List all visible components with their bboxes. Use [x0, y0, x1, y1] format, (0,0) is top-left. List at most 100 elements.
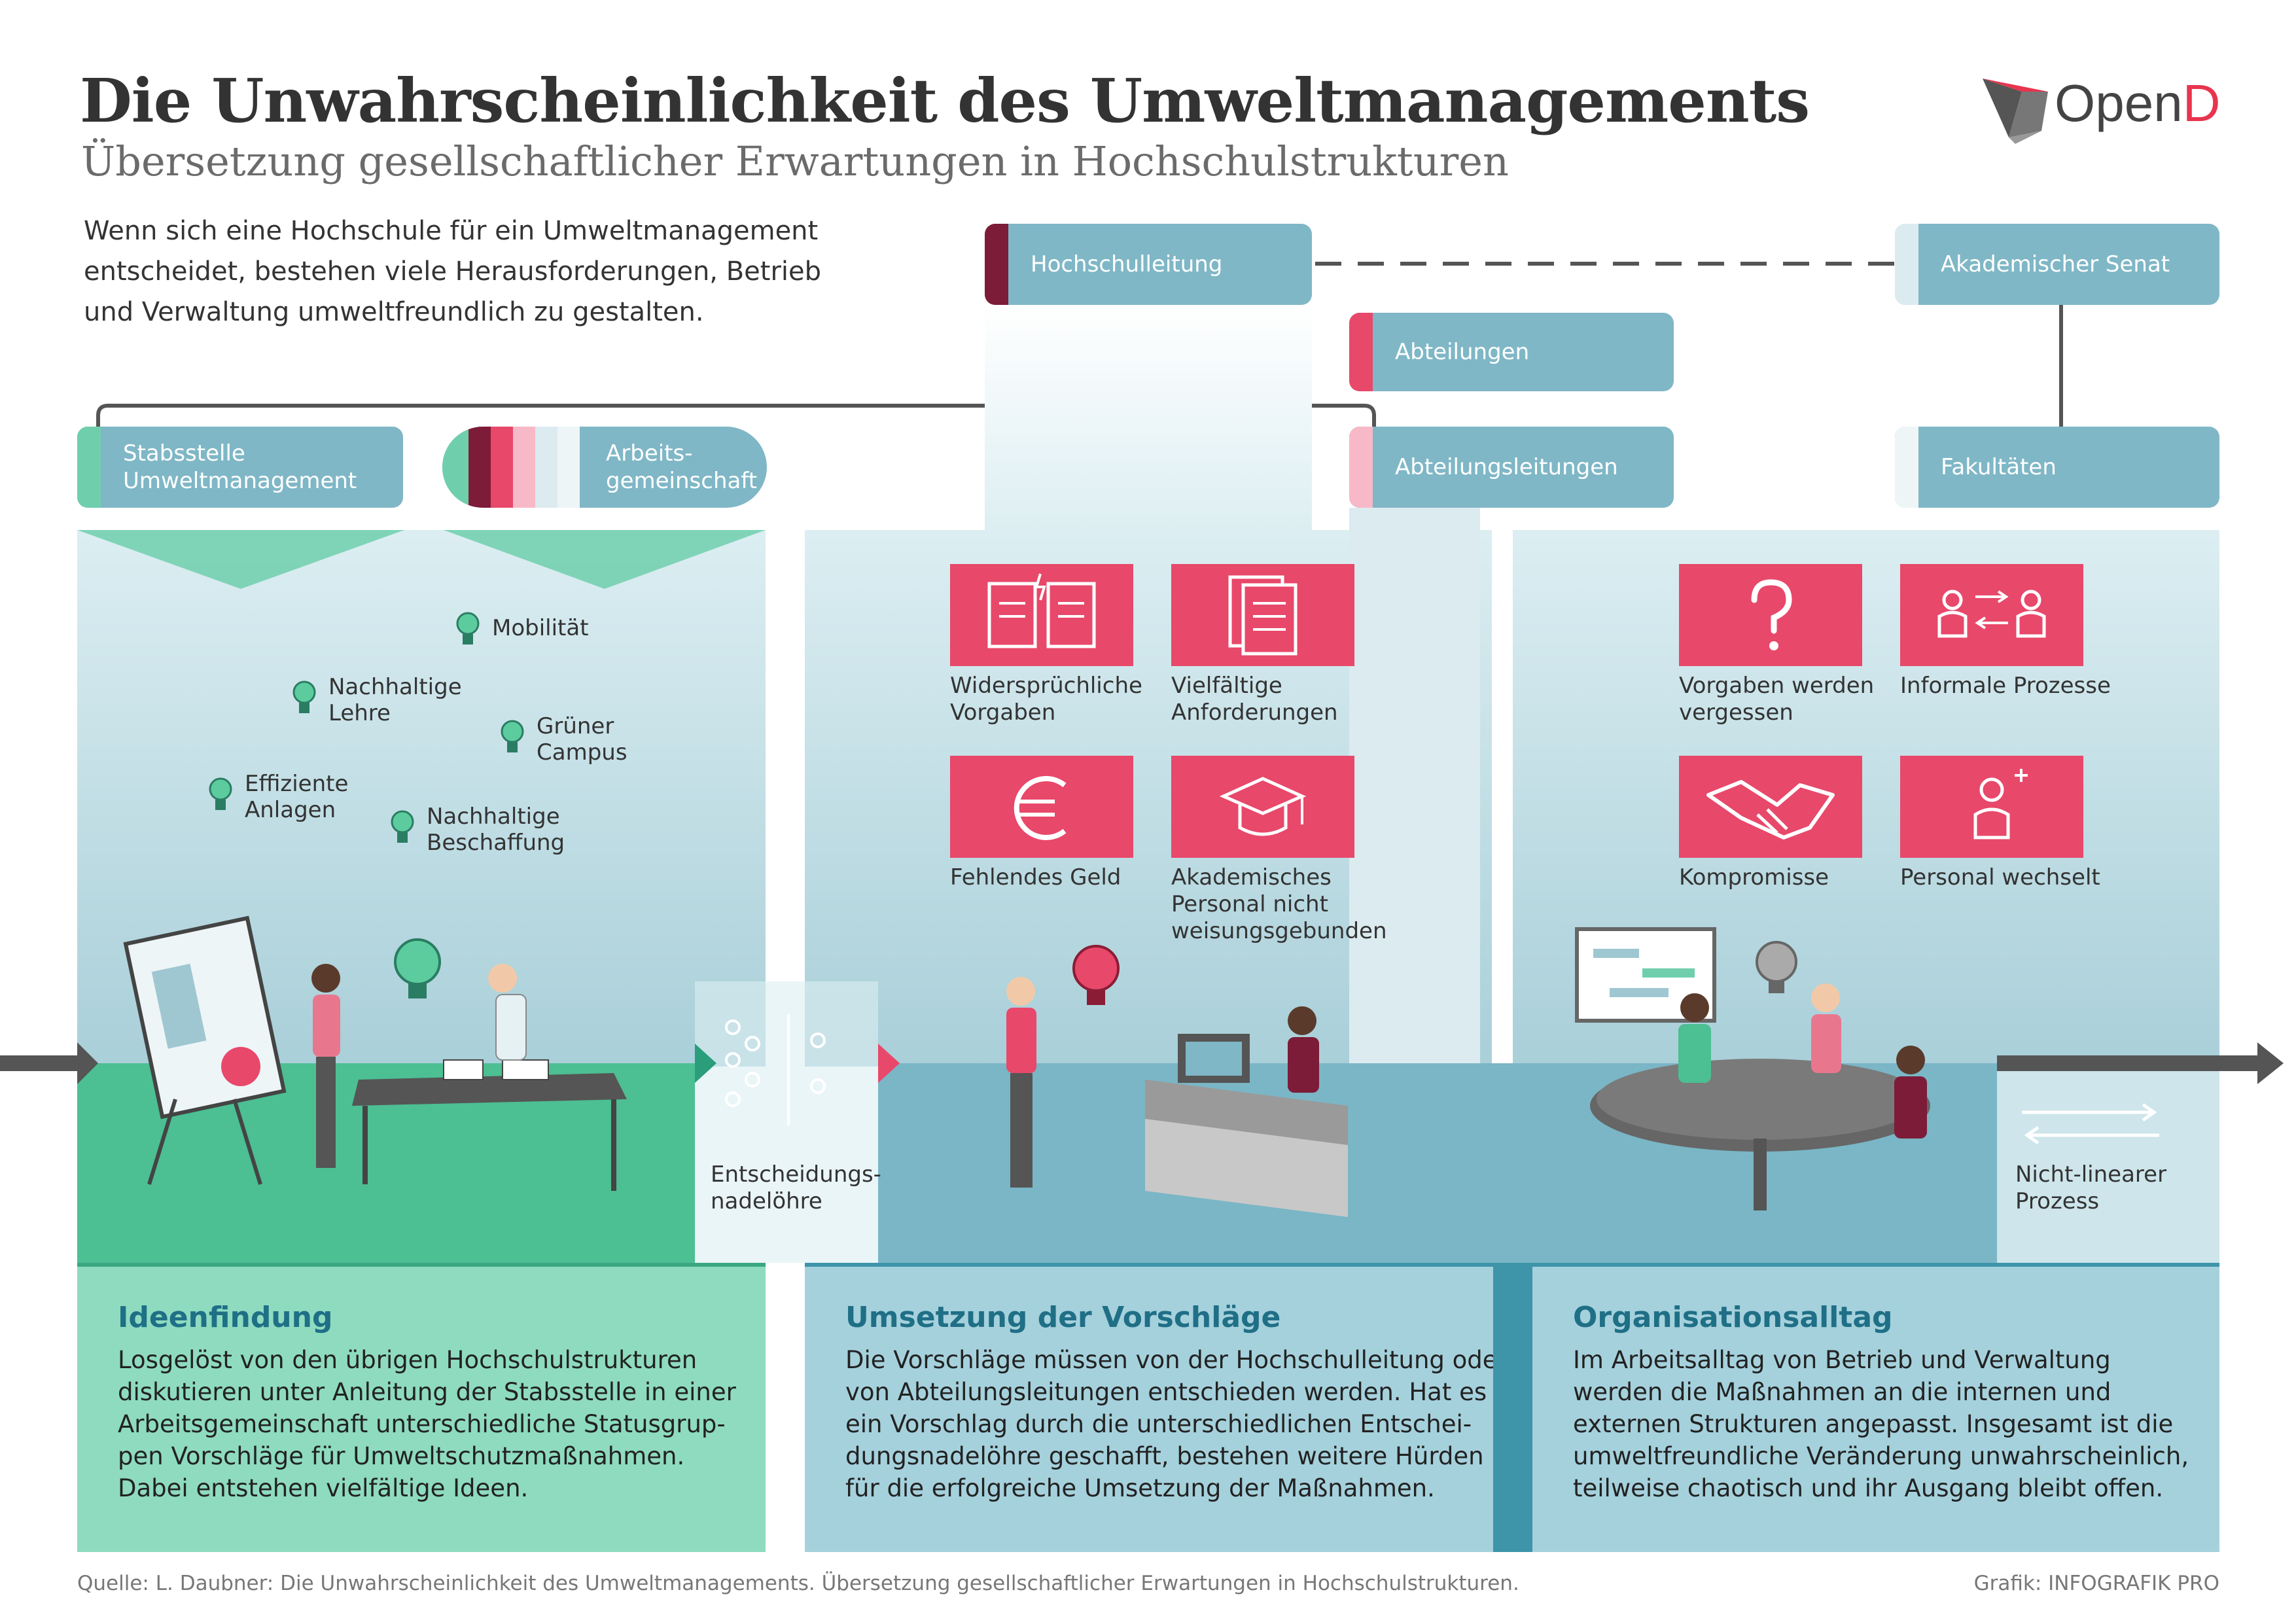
idea-label-line2: Campus — [537, 739, 627, 766]
phase-text-line: externen Strukturen angepasst. Insgesamt… — [1573, 1410, 2174, 1438]
intro-text: Wenn sich eine Hochschule für ein Umwelt… — [84, 216, 822, 327]
challenge-tile — [1900, 564, 2083, 666]
ag-stripe-green — [442, 427, 468, 508]
start-arrow-icon — [0, 1042, 98, 1084]
phase-text-line: von Abteilungsleitungen entschieden werd… — [845, 1378, 1487, 1406]
box-stripe — [1349, 427, 1373, 508]
ag-stripe-white — [557, 427, 580, 508]
challenge-label-line3: weisungsgebunden — [1171, 918, 1387, 944]
lightbulb-icon — [292, 680, 316, 713]
ag-stripe-light — [535, 427, 557, 508]
phase-text-line: Die Vorschläge müssen von der Hochschull… — [845, 1346, 1508, 1374]
challenge-tile — [1171, 756, 1354, 858]
nonlinear-process-icon — [2022, 1103, 2159, 1145]
graduation-cap-icon — [1219, 777, 1307, 836]
abteilungen-label: Abteilungen — [1395, 339, 1530, 365]
challenge-label-line2: vergessen — [1679, 699, 1793, 726]
senat-label: Akademischer Senat — [1941, 251, 2170, 277]
flipchart-icon — [123, 915, 287, 1185]
end-arrow-icon — [1997, 1042, 2284, 1084]
lightbulb-icon — [391, 810, 414, 843]
challenge-label-line1: Vielfältige — [1171, 673, 1282, 699]
challenge-tile — [1679, 756, 1862, 858]
umsetzung-illustration — [1006, 945, 1348, 1217]
lightbulb-icon — [456, 612, 480, 644]
ag-stripe-pink — [513, 427, 535, 508]
abteilungsleitungen-label: Abteilungsleitungen — [1395, 454, 1618, 480]
nadeloehre-label: Entscheidungs- nadelöhre — [711, 1161, 881, 1215]
nonlinear-label: Nicht-linearer Prozess — [2015, 1161, 2166, 1215]
graphic-credit: Grafik: INFOGRAFIK PRO — [1973, 1572, 2219, 1595]
stabsstelle-label-line1: Stabsstelle — [123, 440, 245, 467]
phase-text: Die Vorschläge müssen von der Hochschull… — [845, 1344, 1508, 1504]
lightbulb-icon — [1756, 941, 1797, 993]
hochschulleitung-label: Hochschulleitung — [1031, 251, 1223, 277]
phase-text-line: Dabei entstehen vielfältige Ideen. — [118, 1474, 529, 1502]
challenge-label-line2: Vorgaben — [950, 699, 1056, 726]
challenge-label-line1: Akademisches — [1171, 864, 1332, 891]
contradicting-documents-icon — [987, 573, 1096, 648]
lightbulb-icon — [209, 777, 232, 810]
lightbulb-icon — [501, 720, 524, 752]
source-note: Quelle: L. Daubner: Die Unwahrscheinlich… — [77, 1572, 1519, 1595]
umsetzung-text-panel: Umsetzung der Vorschläge Die Vorschläge … — [805, 1263, 1508, 1552]
euro-icon — [1014, 776, 1067, 840]
ideenfindung-text-panel: Ideenfindung Losgelöst von den übrigen H… — [77, 1263, 766, 1552]
idea-label-line2: Beschaffung — [427, 830, 565, 856]
leitung-column — [985, 305, 1312, 534]
challenge-label-line2: Anforderungen — [1171, 699, 1338, 726]
arbeitsgemeinschaft-box: Arbeits- gemeinschaft — [442, 427, 767, 508]
red-arrow-icon — [878, 1044, 900, 1083]
idea-label: Mobilität — [492, 615, 589, 641]
people-exchange-icon — [1937, 590, 2046, 638]
nonlinear-line1: Nicht-linearer — [2015, 1161, 2167, 1188]
challenge-tile — [1679, 564, 1862, 666]
ag-stripe-darkred — [468, 427, 491, 508]
nonlinear-line2: Prozess — [2015, 1188, 2100, 1214]
panel-divider — [1493, 1263, 1532, 1552]
person-standing-icon — [311, 964, 340, 1168]
page-subtitle: Übersetzung gesellschaftlicher Erwartung… — [81, 137, 1509, 185]
hochschulleitung-box: Hochschulleitung — [985, 224, 1312, 305]
box-stripe — [1349, 313, 1373, 391]
phase-text-line: teilweise chaotisch und ihr Ausgang blei… — [1573, 1474, 2164, 1502]
flow-arrows — [0, 1042, 2284, 1084]
idea-label-line1: Nachhaltige — [328, 674, 462, 700]
opend-logo-icon — [1983, 79, 2048, 144]
challenge-tile — [950, 756, 1133, 858]
abteilungen-box: Abteilungen — [1349, 313, 1674, 391]
phase-text-line: Im Arbeitsalltag von Betrieb und Verwalt… — [1573, 1346, 2111, 1374]
phase-text: Im Arbeitsalltag von Betrieb und Verwalt… — [1573, 1344, 2189, 1504]
nadeloehre-line2: nadelöhre — [711, 1188, 822, 1214]
challenge-tile — [1900, 756, 2083, 858]
lightbulb-icon — [1072, 945, 1120, 1005]
box-stripe — [1895, 224, 1918, 305]
box-stripe — [77, 427, 101, 508]
person-add-icon — [1973, 769, 2028, 839]
challenge-label-line1: Fehlendes Geld — [950, 864, 1122, 891]
phase-text-line: Losgelöst von den übrigen Hochschulstruk… — [118, 1346, 698, 1374]
idea-label-line1: Nachhaltige — [427, 803, 560, 830]
phase-text-line: pen Vorschläge für Umweltschutzmaßnahmen… — [118, 1442, 685, 1470]
phase-text-line: dungsnadelöhre geschafft, bestehen weite… — [845, 1442, 1484, 1470]
challenge-label-line1: Kompromisse — [1679, 864, 1829, 891]
person-sitting-icon — [488, 964, 527, 1061]
alltag-text-panel: Organisationsalltag Im Arbeitsalltag von… — [1532, 1263, 2219, 1552]
green-arrow-icon — [695, 1044, 716, 1083]
ag-stripe-red — [491, 427, 513, 508]
challenge-geld: Fehlendes Geld — [950, 756, 1133, 891]
fakultaeten-label: Fakultäten — [1941, 454, 2057, 480]
challenge-label-line1: Vorgaben werden — [1679, 673, 1875, 699]
phase-title: Organisationsalltag — [1573, 1301, 1893, 1334]
logo-text-suffix: D — [2182, 74, 2221, 132]
nadeloehre-line1: Entscheidungs- — [711, 1161, 881, 1188]
reception-desk-icon — [1145, 1034, 1348, 1217]
panel-funnel-shapes — [77, 530, 766, 589]
stabsstelle-label-line2: Umweltmanagement — [123, 468, 357, 494]
box-stripe — [1895, 427, 1918, 508]
ideenfindung-illustration — [123, 915, 627, 1191]
question-mark-icon — [1751, 579, 1792, 650]
phase-text-line: umweltfreundliche Veränderung unwahrsche… — [1573, 1442, 2189, 1470]
